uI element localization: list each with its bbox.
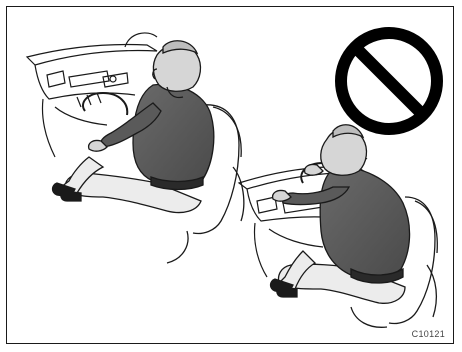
illustration-frame: C10121 (6, 6, 454, 344)
illustration-code: C10121 (412, 329, 445, 339)
incorrect-posture-scene (239, 33, 437, 327)
prohibition-icon (341, 33, 437, 129)
driver-figure-right (271, 125, 410, 304)
illustration-canvas (7, 7, 453, 343)
correct-posture-scene (27, 33, 244, 263)
steering-wheel-left (83, 93, 127, 115)
driver-figure-left (53, 41, 214, 213)
